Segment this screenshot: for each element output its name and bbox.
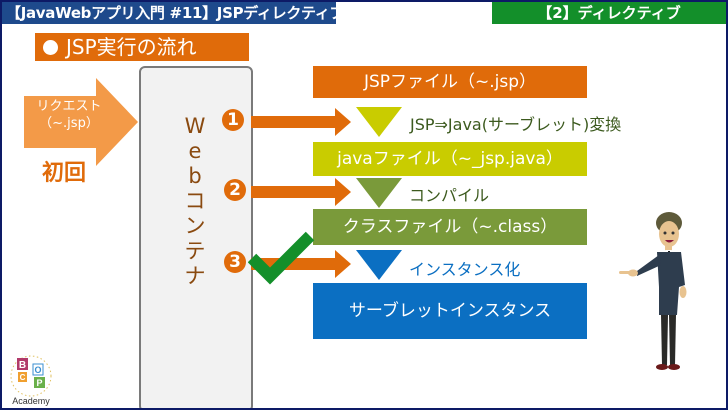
slide-heading-text: JSP実行の流れ — [66, 35, 197, 59]
logo-tile-o — [32, 363, 44, 376]
convert-down-triangle — [356, 107, 402, 137]
jsp-file-box: JSPファイル（~.jsp） — [313, 66, 587, 98]
step-label-compile: コンパイル — [409, 186, 490, 205]
logo-name: Academy — [12, 396, 50, 406]
slide-section-title: 【2】ディレクティブ — [492, 2, 726, 24]
logo-letter-p: P — [36, 378, 42, 388]
slide-series-title: 【JavaWebアプリ入門 #11】JSPディレクティブ — [2, 2, 345, 24]
logo-letter-o: O — [34, 365, 41, 375]
request-label-line2: （~.jsp） — [39, 116, 99, 131]
java-file-box: javaファイル（~_jsp.java） — [313, 142, 587, 176]
bocp-academy-logo: B O C P Academy — [10, 355, 52, 406]
compile-down-triangle — [356, 178, 402, 208]
logo-tile-p — [34, 377, 45, 388]
slide-heading: JSP実行の流れ — [35, 33, 249, 61]
presenter-character-illustration — [619, 212, 687, 370]
logo-tile-c — [18, 372, 27, 382]
request-arrow — [24, 78, 138, 166]
instantiate-down-triangle — [356, 250, 402, 280]
step-number-1: 1 — [222, 109, 244, 131]
first-time-label: 初回 — [42, 161, 87, 186]
step-label-convert: JSP⇒Java(サーブレット)変換 — [410, 115, 622, 134]
checkmark-icon — [248, 231, 315, 285]
bullet-icon — [43, 40, 58, 55]
logo-tile-b — [17, 358, 28, 370]
web-container-label: Webコンテナ — [184, 114, 206, 288]
request-label-line1: リクエスト — [36, 99, 102, 114]
request-label: リクエスト （~.jsp） — [28, 98, 110, 132]
step-number-2: 2 — [224, 179, 246, 201]
class-file-box: クラスファイル（~.class） — [313, 209, 587, 245]
step-number-3: 3 — [224, 251, 246, 273]
step-arrow-3 — [251, 250, 351, 278]
servlet-instance-box: サーブレットインスタンス — [313, 283, 587, 339]
step-arrow-2 — [251, 178, 351, 206]
logo-letter-c: C — [20, 373, 26, 382]
step-label-instantiate: インスタンス化 — [409, 260, 521, 279]
step-arrow-1 — [251, 108, 351, 136]
logo-letter-b: B — [19, 360, 26, 371]
